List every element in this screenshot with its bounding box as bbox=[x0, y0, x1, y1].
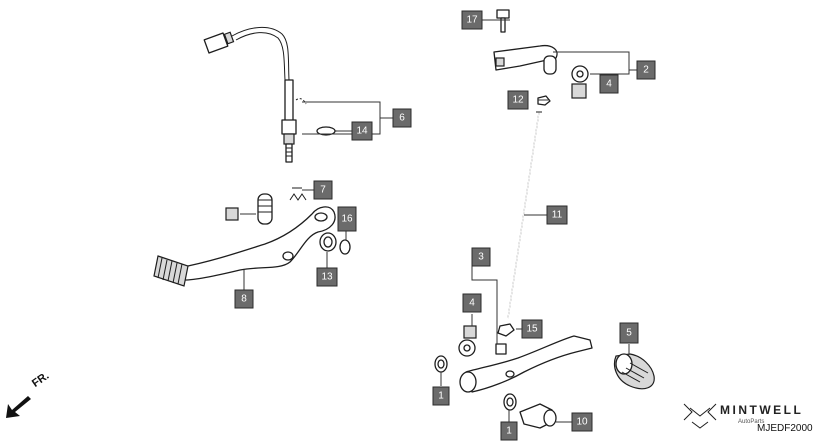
svg-text:1: 1 bbox=[506, 426, 512, 437]
callout-1b: 1 bbox=[500, 421, 518, 441]
svg-text:12: 12 bbox=[512, 95, 524, 106]
svg-text:7: 7 bbox=[320, 185, 326, 196]
callout-10: 10 bbox=[571, 412, 593, 432]
svg-text:16: 16 bbox=[341, 214, 353, 225]
callout-15: 15 bbox=[521, 319, 543, 339]
ball-joint-upper bbox=[571, 65, 589, 99]
brake-foot-rubber bbox=[153, 255, 189, 287]
callout-13: 13 bbox=[316, 267, 338, 287]
svg-text:17: 17 bbox=[466, 15, 478, 26]
arrow-down-left-icon bbox=[6, 396, 31, 418]
callout-6: 6 bbox=[392, 108, 412, 128]
svg-text:1: 1 bbox=[438, 391, 444, 402]
svg-text:13: 13 bbox=[321, 272, 333, 283]
brand-tagline: AutoParts bbox=[738, 419, 765, 425]
svg-text:15: 15 bbox=[526, 324, 538, 335]
svg-text:5: 5 bbox=[626, 328, 632, 339]
mintwell-logo-icon bbox=[683, 403, 717, 429]
svg-text:2: 2 bbox=[643, 65, 649, 76]
svg-text:6: 6 bbox=[399, 113, 405, 124]
return-spring bbox=[289, 187, 307, 201]
callout-16: 16 bbox=[337, 206, 357, 232]
svg-text:4: 4 bbox=[469, 298, 475, 309]
gear-shift-pedal bbox=[459, 335, 593, 393]
connector bbox=[203, 27, 290, 81]
callout-11: 11 bbox=[546, 205, 568, 225]
svg-text:14: 14 bbox=[356, 126, 368, 137]
callout-12: 12 bbox=[507, 90, 529, 110]
washer-upper bbox=[434, 355, 448, 373]
shift-rod bbox=[507, 111, 542, 319]
circlip bbox=[339, 239, 351, 255]
svg-text:8: 8 bbox=[241, 294, 247, 305]
svg-text:4: 4 bbox=[606, 79, 612, 90]
brand-name: MINTWELL bbox=[720, 403, 804, 417]
svg-text:11: 11 bbox=[552, 210, 563, 221]
callout-5: 5 bbox=[619, 322, 639, 344]
callout-3: 3 bbox=[471, 247, 491, 267]
callout-1a: 1 bbox=[432, 386, 450, 406]
callout-7: 7 bbox=[313, 180, 333, 200]
washer bbox=[319, 232, 337, 252]
callout-14: 14 bbox=[351, 121, 373, 141]
shift-pivot-bolt bbox=[519, 403, 557, 429]
svg-text:3: 3 bbox=[478, 252, 484, 263]
callout-4a: 4 bbox=[599, 74, 619, 94]
brake-pedal bbox=[177, 206, 336, 281]
rod-lock-nut bbox=[497, 323, 515, 337]
pivot-bolt bbox=[225, 193, 273, 225]
svg-text:10: 10 bbox=[576, 417, 588, 428]
callout-4b: 4 bbox=[462, 293, 482, 313]
callout-2: 2 bbox=[636, 60, 656, 80]
callout-17: 17 bbox=[461, 10, 483, 30]
bolt bbox=[496, 9, 510, 33]
diagram-code: MJEDF2000 bbox=[757, 423, 813, 434]
washer-lower bbox=[503, 393, 517, 411]
callout-8: 8 bbox=[234, 289, 254, 309]
neutral-switch-sensor bbox=[281, 79, 307, 163]
ball-joint-lower bbox=[458, 325, 507, 357]
upper-shift-arm bbox=[493, 44, 558, 75]
shift-pedal-rubber bbox=[613, 353, 655, 390]
